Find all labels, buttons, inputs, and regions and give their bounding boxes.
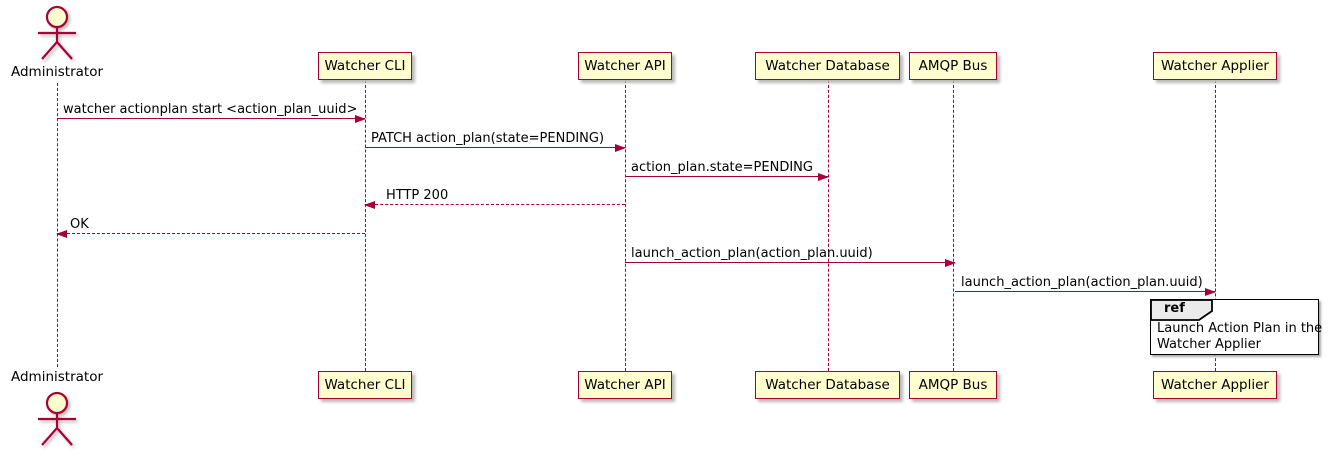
ref-keyword: ref bbox=[1164, 301, 1185, 316]
participant-amqp-bus-top: AMQP Bus bbox=[909, 52, 997, 80]
message-patch-action-plan: PATCH action_plan(state=PENDING) bbox=[365, 128, 626, 152]
ref-text-line2: Watcher Applier bbox=[1157, 337, 1261, 352]
arrow-right-icon bbox=[818, 173, 829, 181]
message-line bbox=[625, 262, 955, 263]
lifeline-watcher-api bbox=[625, 80, 626, 371]
message-line bbox=[955, 291, 1215, 292]
message-ok: OK bbox=[56, 214, 365, 238]
message-label: action_plan.state=PENDING bbox=[631, 160, 813, 175]
administrator-actor-icon bbox=[38, 5, 76, 60]
message-line bbox=[57, 233, 365, 234]
ref-text-line1: Launch Action Plan in the bbox=[1157, 321, 1323, 336]
lifeline-watcher-applier bbox=[1215, 80, 1216, 371]
message-http-200: HTTP 200 bbox=[364, 185, 625, 209]
message-line bbox=[365, 147, 625, 148]
message-launch-action-plan-applier: launch_action_plan(action_plan.uuid) bbox=[955, 272, 1216, 296]
participant-watcher-database-bottom: Watcher Database bbox=[755, 371, 900, 399]
participant-watcher-applier-top: Watcher Applier bbox=[1153, 52, 1277, 80]
actor-label-bottom: Administrator bbox=[10, 369, 104, 385]
actor-label-top: Administrator bbox=[10, 64, 104, 80]
message-actionplan-start: watcher actionplan start <action_plan_uu… bbox=[57, 99, 366, 123]
message-label: watcher actionplan start <action_plan_uu… bbox=[63, 102, 358, 117]
message-label: OK bbox=[70, 217, 89, 232]
lifeline-watcher-cli bbox=[365, 80, 366, 371]
participant-watcher-applier-bottom: Watcher Applier bbox=[1153, 371, 1277, 399]
arrow-left-icon bbox=[364, 201, 375, 209]
message-label: HTTP 200 bbox=[386, 188, 449, 203]
message-launch-action-plan-amqp: launch_action_plan(action_plan.uuid) bbox=[625, 243, 956, 267]
message-line bbox=[57, 118, 365, 119]
message-line bbox=[365, 204, 625, 205]
ref-tab-pentagon-icon bbox=[1150, 299, 1213, 321]
arrow-right-icon bbox=[945, 259, 956, 267]
participant-watcher-cli-bottom: Watcher CLI bbox=[318, 371, 412, 399]
message-label: launch_action_plan(action_plan.uuid) bbox=[631, 246, 873, 261]
arrow-right-icon bbox=[1205, 288, 1216, 296]
lifeline-administrator bbox=[57, 83, 58, 367]
lifeline-watcher-database bbox=[828, 80, 829, 371]
participant-watcher-cli-top: Watcher CLI bbox=[318, 52, 412, 80]
arrow-left-icon bbox=[56, 230, 67, 238]
message-state-pending: action_plan.state=PENDING bbox=[625, 157, 829, 181]
administrator-actor-icon-bottom bbox=[38, 391, 76, 446]
message-line bbox=[625, 176, 828, 177]
participant-watcher-api-top: Watcher API bbox=[578, 52, 672, 80]
participant-amqp-bus-bottom: AMQP Bus bbox=[909, 371, 997, 399]
message-label: PATCH action_plan(state=PENDING) bbox=[371, 131, 605, 146]
participant-watcher-api-bottom: Watcher API bbox=[578, 371, 672, 399]
message-label: launch_action_plan(action_plan.uuid) bbox=[961, 275, 1203, 290]
arrow-right-icon bbox=[355, 115, 366, 123]
participant-watcher-database-top: Watcher Database bbox=[755, 52, 900, 80]
lifeline-amqp-bus bbox=[953, 80, 954, 371]
ref-fragment: ref Launch Action Plan in the Watcher Ap… bbox=[1150, 299, 1323, 355]
arrow-right-icon bbox=[615, 144, 626, 152]
